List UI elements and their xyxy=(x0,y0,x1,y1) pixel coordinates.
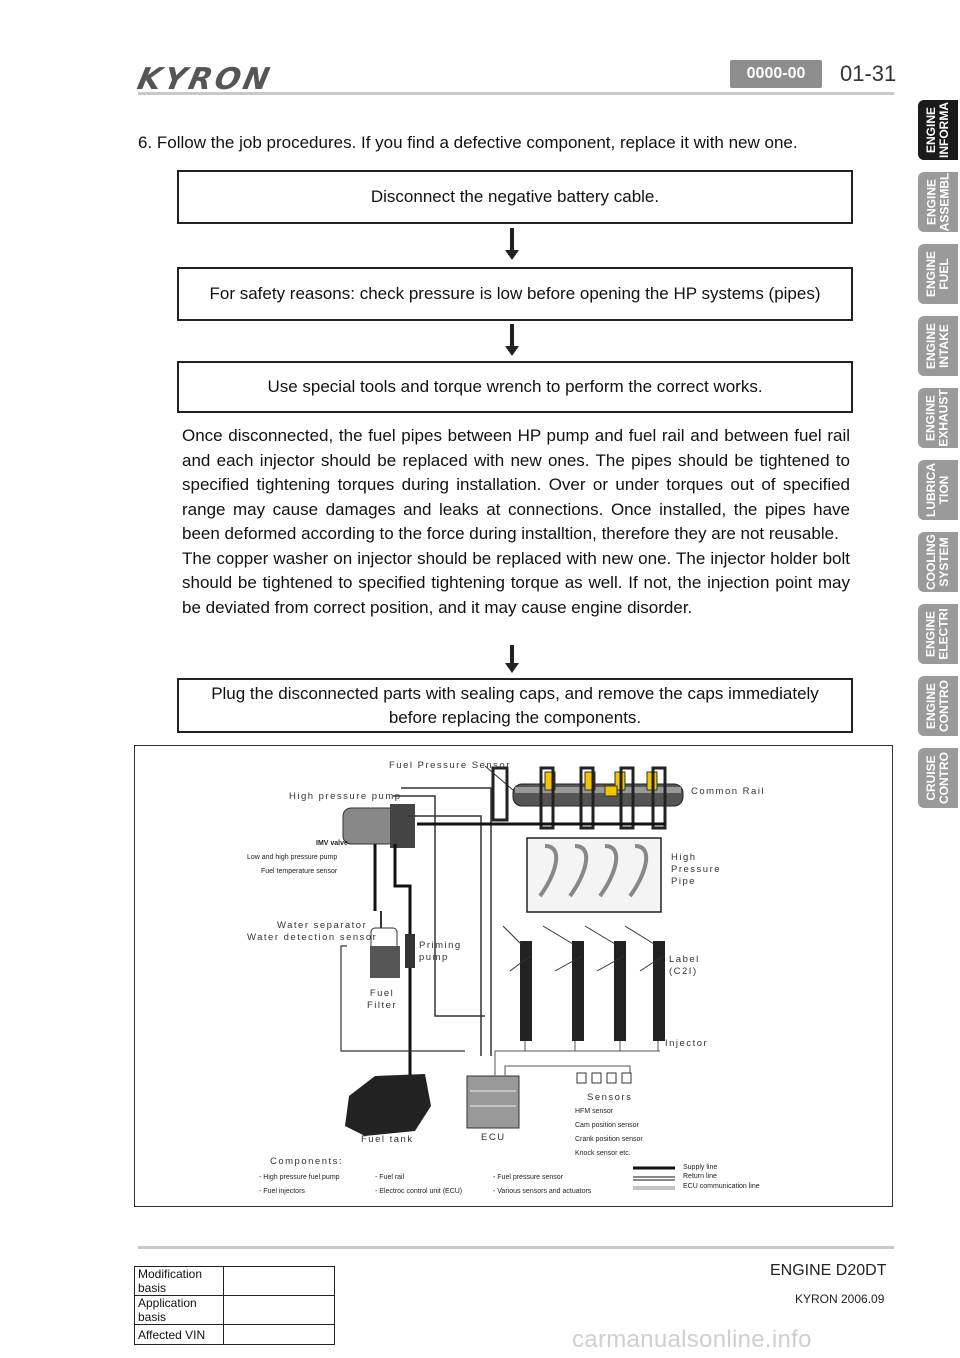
section-code-badge: 0000-00 xyxy=(730,60,822,88)
header-divider xyxy=(138,92,894,95)
step-box-3: Use special tools and torque wrench to p… xyxy=(177,361,853,413)
component-ecu: - Electroc control unit (ECU) xyxy=(375,1188,463,1195)
step-box-1: Disconnect the negative battery cable. xyxy=(177,170,853,224)
sensor-hfm: HFM sensor xyxy=(575,1108,614,1115)
flow-arrow-2 xyxy=(505,324,519,356)
component-fuel-injectors: - Fuel injectors xyxy=(259,1188,305,1195)
affected-vin-label: Affected VIN xyxy=(134,1324,224,1345)
table-row: Modification basis xyxy=(134,1266,335,1296)
tab-cooling-system[interactable]: COOLING SYSTEM xyxy=(918,532,958,592)
sensor-knock: Knock sensor etc. xyxy=(575,1150,631,1157)
affected-vin-value xyxy=(223,1324,335,1345)
modification-table: Modification basis Application basis Aff… xyxy=(134,1266,335,1345)
high-pressure-pipe-box xyxy=(526,837,662,913)
step-box-4: Plug the disconnected parts with sealing… xyxy=(177,678,853,733)
label-imv-valve: IMV valve xyxy=(316,840,348,847)
label-fuel-pressure-sensor: Fuel Pressure Sensor xyxy=(389,760,511,771)
mod-basis-value xyxy=(223,1266,335,1296)
tab-engine-intake[interactable]: ENGINE INTAKE xyxy=(918,316,958,376)
label-injector: Injector xyxy=(665,1038,709,1049)
injector-3 xyxy=(614,941,626,1041)
injector-4 xyxy=(653,941,665,1041)
tab-engine-assembly[interactable]: ENGINE ASSEMBL xyxy=(918,172,958,232)
injector-1 xyxy=(520,941,532,1041)
procedure-paragraphs: Once disconnected, the fuel pipes betwee… xyxy=(182,424,850,620)
paragraph-copper-washer: The copper washer on injector should be … xyxy=(182,548,850,617)
engine-model-label: ENGINE D20DT xyxy=(770,1262,887,1279)
tab-engine-control[interactable]: ENGINE CONTRO xyxy=(918,676,958,736)
paragraph-pipes: Once disconnected, the fuel pipes betwee… xyxy=(182,426,850,543)
label-common-rail: Common Rail xyxy=(691,786,766,797)
tab-engine-exhaust[interactable]: ENGINE EXHAUST xyxy=(918,388,958,448)
component-fuel-pressure-sensor: - Fuel pressure sensor xyxy=(493,1174,564,1181)
flow-arrow-1 xyxy=(505,228,519,260)
fuel-system-drawing xyxy=(340,765,684,1190)
component-fuel-rail: - Fuel rail xyxy=(375,1174,405,1181)
label-sensors: Sensors xyxy=(587,1092,633,1103)
legend-return-label: Return line xyxy=(683,1173,717,1180)
tab-engine-information[interactable]: ENGINE INFORMA xyxy=(918,100,958,160)
label-fuel-tank: Fuel tank xyxy=(361,1134,414,1145)
fuel-system-diagram: Fuel Pressure Sensor High pressure pump … xyxy=(134,745,893,1207)
sensor-crank: Crank position sensor xyxy=(575,1136,643,1143)
label-fuel-filter: Fuel Filter xyxy=(367,988,398,1011)
label-fuel-temp-sensor: Fuel temperature sensor xyxy=(261,868,338,875)
app-basis-value xyxy=(223,1295,335,1325)
flow-arrow-3 xyxy=(505,645,519,673)
page-number: 01-31 xyxy=(840,61,897,86)
step-box-2: For safety reasons: check pressure is lo… xyxy=(177,267,853,321)
label-low-high-pump: Low and high pressure pump xyxy=(247,854,338,861)
injector-2 xyxy=(572,941,584,1041)
legend-ecu-comm-label: ECU communication line xyxy=(683,1183,760,1190)
intro-step-text: 6. Follow the job procedures. If you fin… xyxy=(138,133,798,152)
watermark-text: carmanualsonline.info xyxy=(572,1326,812,1353)
tab-engine-electrical[interactable]: ENGINE ELECTRI xyxy=(918,604,958,664)
mod-basis-label: Modification basis xyxy=(134,1266,224,1296)
table-row: Application basis xyxy=(134,1295,335,1325)
component-sensors-actuators: - Various sensors and actuators xyxy=(493,1188,592,1195)
table-row: Affected VIN xyxy=(134,1324,335,1345)
label-priming-pump: Priming pump xyxy=(419,940,462,963)
label-ecu: ECU xyxy=(481,1132,506,1143)
ecu-shape xyxy=(466,1075,520,1129)
tab-lubrication[interactable]: LUBRICA TION xyxy=(918,460,958,520)
app-basis-label: Application basis xyxy=(134,1295,224,1325)
label-components-title: Components: xyxy=(270,1156,344,1167)
label-high-pressure-pump: High pressure pump xyxy=(289,791,402,802)
tab-engine-fuel[interactable]: ENGINE FUEL xyxy=(918,244,958,304)
label-water-detection-sensor: Water detection sensor xyxy=(247,932,378,943)
label-c2i: Label (C2I) xyxy=(669,954,700,977)
tab-cruise-control[interactable]: CRUISE CONTRO xyxy=(918,748,958,808)
sensor-cam: Cam position sensor xyxy=(575,1122,639,1129)
footer-divider xyxy=(138,1246,894,1249)
label-water-separator: Water separator xyxy=(277,920,368,931)
component-hp-pump: - High pressure fuel pump xyxy=(259,1174,340,1181)
fuel-tank-shape xyxy=(345,1074,431,1136)
vehicle-model-date: KYRON 2006.09 xyxy=(795,1292,885,1306)
legend-supply-label: Supply line xyxy=(683,1164,718,1171)
label-high-pressure-pipe: High Pressure Pipe xyxy=(671,852,722,887)
